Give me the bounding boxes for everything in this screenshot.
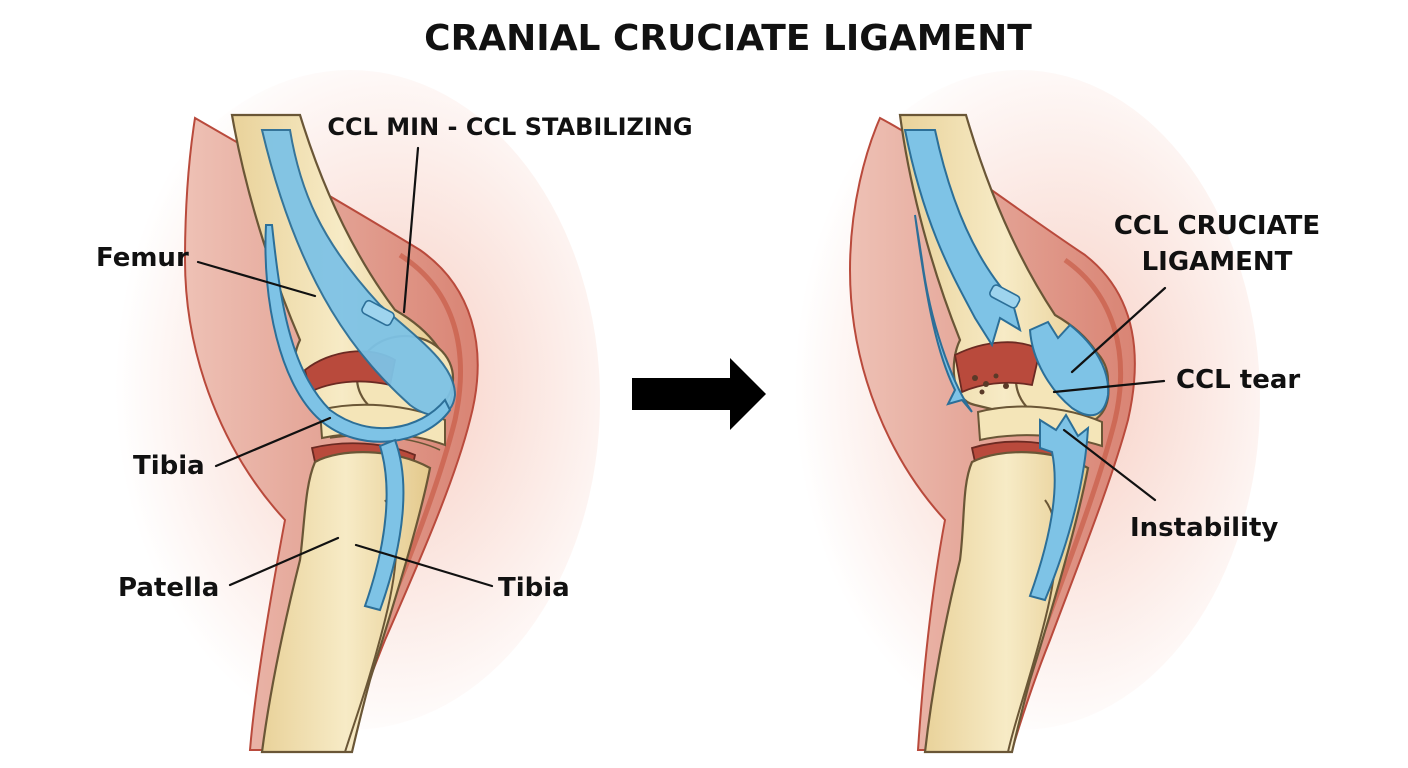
right-muscle-edge	[1037, 257, 1123, 641]
right-frayed-ligament-side	[914, 214, 973, 413]
leader-tibia-right	[354, 543, 494, 588]
leader-femur	[196, 260, 317, 298]
left-ccl-ligament	[260, 129, 457, 417]
diagram-title: CRANIAL CRUCIATE LIGAMENT	[424, 18, 1032, 59]
leader-instability	[1062, 428, 1157, 502]
leader-ccl-cruciate	[1070, 286, 1167, 374]
label-ccl-cruciate-line1: CCL CRUCIATE	[1114, 211, 1320, 241]
label-ccl-min-stabilizing: CCL MIN - CCL STABILIZING	[327, 113, 692, 141]
label-patella: Patella	[118, 573, 219, 603]
leader-ccl-tear	[1052, 379, 1166, 394]
right-ligament-cap	[989, 284, 1021, 309]
right-erosion-dots	[972, 373, 1009, 395]
leader-tibia-left	[214, 416, 332, 468]
left-collateral-ligament	[264, 224, 452, 443]
right-torn-lower-ligament	[1028, 413, 1090, 602]
label-instability: Instability	[1130, 513, 1278, 543]
leader-ccl-min	[402, 146, 420, 314]
left-knee-healthy	[100, 70, 600, 754]
right-knee-torn	[780, 70, 1260, 754]
left-patellar-ligament	[363, 438, 405, 612]
left-ligament-cap	[361, 299, 395, 327]
label-tibia-left: Tibia	[133, 451, 205, 481]
label-ccl-cruciate-line2: LIGAMENT	[1142, 247, 1293, 277]
label-femur: Femur	[96, 243, 189, 273]
leader-patella	[228, 536, 340, 587]
label-ccl-tear: CCL tear	[1176, 365, 1300, 395]
label-tibia-right: Tibia	[498, 573, 570, 603]
right-torn-ccl	[1028, 320, 1110, 417]
transition-arrow-icon	[632, 358, 766, 430]
